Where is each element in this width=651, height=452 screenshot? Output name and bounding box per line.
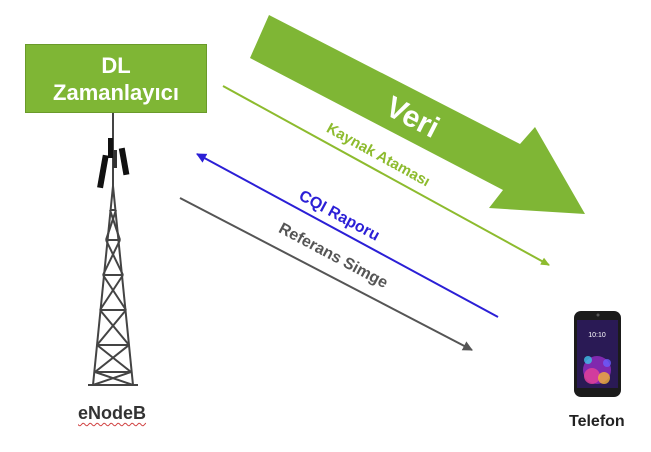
enodeb-label: eNodeB (78, 403, 147, 423)
scheduler-title-line1: DL (101, 52, 131, 78)
smartphone-icon: 10:10 (574, 311, 621, 397)
scheduler-title-line2: Zamanlayıcı (53, 79, 179, 105)
tower-antenna-icon (97, 138, 130, 189)
data-arrow (250, 15, 585, 214)
cqi-report-arrow (196, 153, 499, 318)
phone-clock: 10:10 (588, 332, 606, 339)
reference-symbol-arrow (179, 197, 473, 351)
dl-scheduler-box: DL Zamanlayıcı (25, 44, 207, 113)
phone-label: Telefon (569, 413, 625, 430)
resource-allocation-arrow (222, 85, 550, 266)
